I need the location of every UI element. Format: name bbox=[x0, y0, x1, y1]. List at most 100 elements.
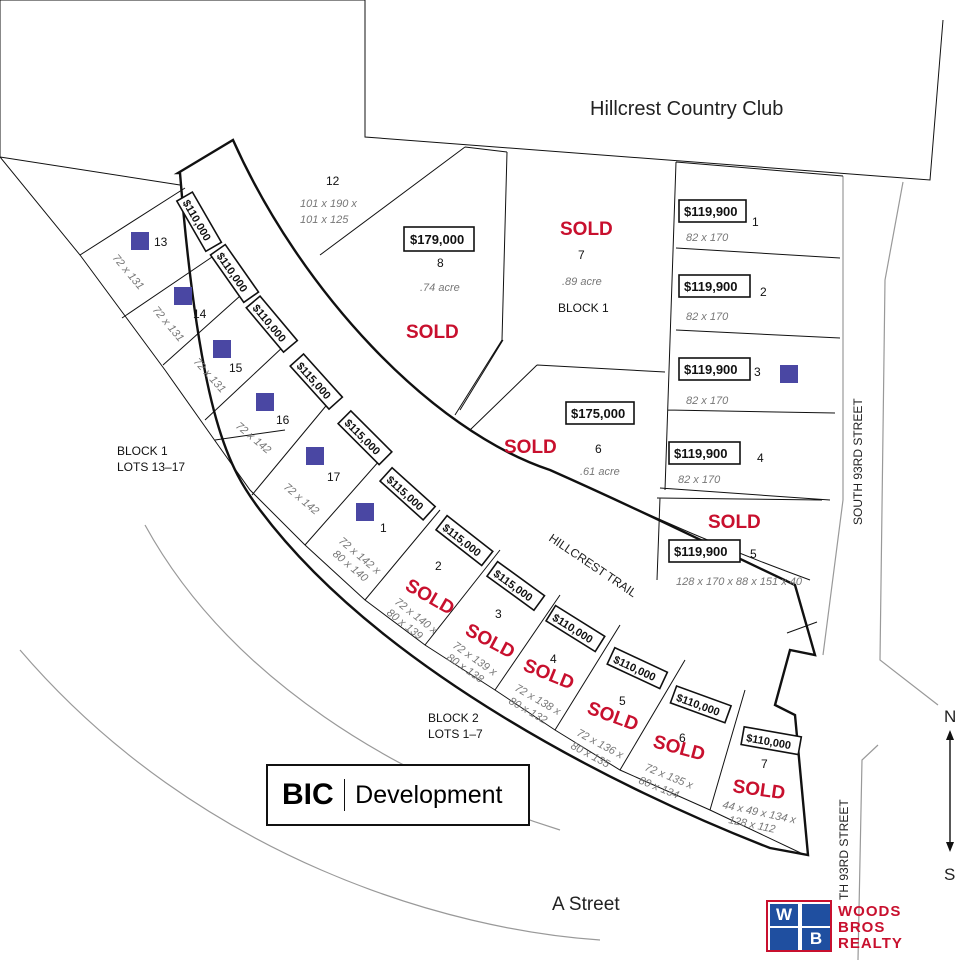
lot-number: 5 bbox=[750, 547, 757, 561]
tree-icon bbox=[770, 928, 798, 950]
realtor-line2: BROS bbox=[838, 919, 886, 936]
lot-number: 16 bbox=[276, 413, 290, 427]
lot-price: $119,900 bbox=[674, 446, 728, 461]
lot-number: 8 bbox=[437, 256, 444, 270]
lot-number: 7 bbox=[761, 757, 768, 771]
lot-b2-5[interactable]: $110,000 5 SOLD 72 x 136 x 80 x 135 bbox=[569, 646, 669, 771]
south-93rd-upper-label: SOUTH 93RD STREET bbox=[851, 398, 865, 525]
compass: N S bbox=[944, 707, 956, 884]
lot-number: 5 bbox=[619, 694, 626, 708]
lot-number: 4 bbox=[757, 451, 764, 465]
lot-number: 2 bbox=[760, 285, 767, 299]
lot-dims: 72 x 131 bbox=[110, 252, 146, 292]
compass-north: N bbox=[944, 707, 956, 726]
lot-dims: 72 x 131 bbox=[150, 304, 186, 344]
lot-price: $119,900 bbox=[674, 544, 728, 559]
lot-dims: 101 x 190 x bbox=[300, 198, 357, 210]
s93rd-edge-right bbox=[879, 181, 939, 706]
sold-label: SOLD bbox=[731, 776, 786, 804]
lot-number: 13 bbox=[154, 235, 168, 249]
hillcrest-trail-label: HILLCREST TRAIL bbox=[546, 531, 639, 600]
s93rd-edge-lower bbox=[857, 744, 879, 960]
country-club-label: Hillcrest Country Club bbox=[590, 98, 783, 120]
lot-price: $119,900 bbox=[684, 279, 738, 294]
badge-icon bbox=[306, 447, 324, 465]
arrow-up-icon bbox=[946, 730, 954, 740]
block1-west-lines bbox=[0, 156, 806, 856]
lot-number: 6 bbox=[595, 442, 602, 456]
block1-lots-range: LOTS 13–17 bbox=[117, 460, 185, 474]
lot-number: 1 bbox=[752, 215, 759, 229]
lot-b1-13[interactable]: $110,000 13 72 x 131 bbox=[110, 190, 223, 292]
lot-b1-17[interactable]: $115,000 17 72 x 142 bbox=[281, 409, 393, 518]
lot-b1-7[interactable]: SOLD 7 .89 acre bbox=[560, 219, 613, 288]
sold-label: SOLD bbox=[560, 219, 613, 240]
lot-b2-1[interactable]: $115,000 1 72 x 142 x 80 x 140 bbox=[330, 466, 437, 585]
lot-dims: 82 x 170 bbox=[686, 311, 729, 323]
lot-badges bbox=[131, 232, 798, 521]
lot-dims: .74 acre bbox=[420, 282, 460, 294]
s93rd-edge-left bbox=[822, 176, 844, 656]
arrow-down-icon bbox=[946, 842, 954, 852]
lot-b1-6[interactable]: $175,000 SOLD 6 .61 acre bbox=[504, 401, 635, 478]
lot-b1-4[interactable]: $119,900 4 82 x 170 bbox=[668, 441, 764, 486]
realtor-mark: W B bbox=[766, 900, 832, 952]
lot-dims: 72 x 142 bbox=[281, 481, 321, 517]
a-street-edge-lower bbox=[19, 649, 601, 941]
lot-b1-1[interactable]: $119,900 1 82 x 170 bbox=[678, 199, 759, 244]
lot-b1-3[interactable]: $119,900 3 82 x 170 bbox=[678, 357, 761, 407]
lot-b1-8[interactable]: $179,000 8 .74 acre SOLD bbox=[403, 226, 475, 343]
lot-dims: 101 x 125 bbox=[300, 214, 349, 226]
badge-icon bbox=[780, 365, 798, 383]
lot-price: $119,900 bbox=[684, 204, 738, 219]
realtor-logo: W B WOODS BROS REALTY bbox=[766, 898, 926, 954]
lot-b1-15[interactable]: $110,000 15 72 x 131 bbox=[191, 295, 299, 395]
badge-icon bbox=[213, 340, 231, 358]
house-icon bbox=[802, 904, 830, 926]
block2-range: LOTS 1–7 bbox=[428, 727, 483, 741]
lot-number: 7 bbox=[578, 248, 585, 262]
lot-number: 2 bbox=[435, 559, 442, 573]
south-93rd-lower-label: TH 93RD STREET bbox=[837, 799, 851, 900]
lot-b1-5[interactable]: SOLD $119,900 5 128 x 170 x 88 x 151 x 4… bbox=[668, 512, 803, 588]
developer-name-bold: BIC bbox=[282, 778, 334, 811]
lot-b1-16[interactable]: $115,000 16 72 x 142 bbox=[233, 352, 344, 456]
developer-name-rest: Development bbox=[355, 780, 503, 809]
realtor-mark-b: B bbox=[802, 928, 830, 950]
lot-number: 1 bbox=[380, 521, 387, 535]
sold-label: SOLD bbox=[584, 698, 641, 736]
lot-number: 15 bbox=[229, 361, 243, 375]
a-street-label: A Street bbox=[552, 894, 620, 915]
sold-label: SOLD bbox=[708, 512, 761, 533]
hillcrest-trail-road bbox=[173, 138, 817, 857]
sold-label: SOLD bbox=[504, 437, 557, 458]
lot-price: $179,000 bbox=[410, 232, 464, 247]
block1-east-lines bbox=[656, 161, 844, 634]
lot-price: $175,000 bbox=[571, 406, 625, 421]
lot-dims: 82 x 170 bbox=[686, 232, 729, 244]
lot-b1-2[interactable]: $119,900 2 82 x 170 bbox=[678, 274, 767, 323]
lot-b2-7[interactable]: $110,000 7 SOLD 44 x 49 x 134 x 128 x 11… bbox=[721, 725, 803, 836]
block1-middle-lines bbox=[319, 146, 666, 431]
realtor-mark-w: W bbox=[770, 904, 798, 926]
badge-icon bbox=[174, 287, 192, 305]
block2-title: BLOCK 2 bbox=[428, 711, 479, 725]
lot-dims: .89 acre bbox=[562, 276, 602, 288]
lot-b2-6[interactable]: $110,000 6 SOLD 72 x 135 x 80 x 134 bbox=[637, 684, 733, 802]
developer-logo: BIC Development bbox=[266, 764, 530, 826]
badge-icon bbox=[256, 393, 274, 411]
lot-number: 3 bbox=[495, 607, 502, 621]
country-club-boundary bbox=[0, 0, 944, 181]
lot-b1-12[interactable]: 12 101 x 190 x 101 x 125 bbox=[300, 174, 357, 226]
lot-number: 4 bbox=[550, 652, 557, 666]
lot-dims: .61 acre bbox=[580, 466, 620, 478]
compass-south: S bbox=[944, 865, 955, 884]
lot-dims: 82 x 170 bbox=[686, 395, 729, 407]
lot-number: 12 bbox=[326, 174, 340, 188]
lot-dims: 82 x 170 bbox=[678, 474, 721, 486]
badge-icon bbox=[356, 503, 374, 521]
lot-number: 17 bbox=[327, 470, 341, 484]
lot-b1-14[interactable]: $110,000 14 72 x 131 bbox=[150, 243, 260, 345]
sold-label: SOLD bbox=[651, 732, 707, 766]
